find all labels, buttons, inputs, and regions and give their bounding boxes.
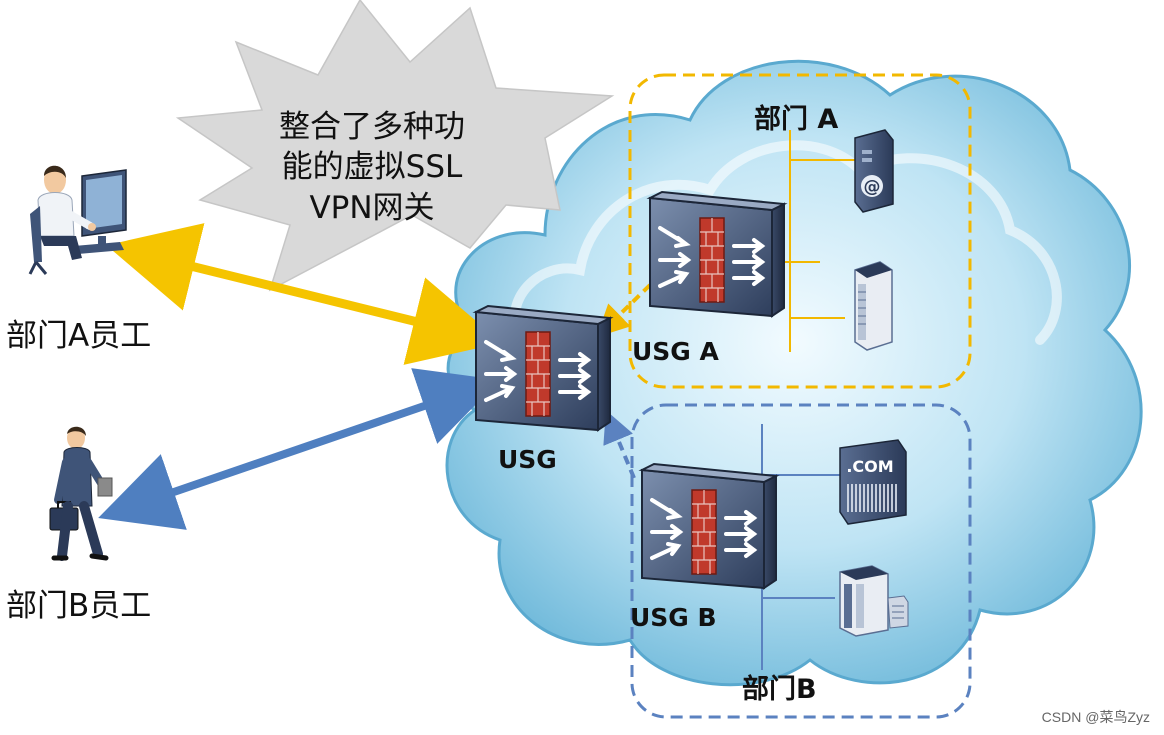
dept-a-label: 部门 A: [754, 103, 838, 135]
dept-a-user-icon: [28, 165, 127, 275]
cloud-inner-highlight: [509, 140, 1062, 345]
dept-b-box: [630, 403, 972, 719]
dept-b-user-label: 部门B员工: [6, 588, 151, 624]
usg-b-label: USG B: [630, 603, 717, 632]
usg-main-label: USG: [498, 445, 557, 474]
dept-a-user-label: 部门A员工: [6, 318, 151, 354]
dashed-link-usg-b: [603, 410, 636, 479]
usg-b-firewall-icon: [640, 462, 778, 590]
usg-a-firewall-icon: [648, 190, 786, 318]
dept-a-wiring: [760, 130, 860, 352]
dashed-link-usg-a: [596, 283, 652, 338]
dept-b-user-icon: [49, 426, 113, 561]
file-server-icon: [839, 565, 909, 637]
web-server-icon: .COM: [839, 439, 907, 525]
usg-a-label: USG A: [632, 337, 720, 366]
cloud-shape: [445, 59, 1143, 687]
web-server-label: .COM: [846, 457, 893, 476]
watermark: CSDN @菜鸟Zyz: [1042, 709, 1150, 725]
callout-line-3: VPN网关: [309, 190, 434, 226]
callout-line-2: 能的虚拟SSL: [282, 149, 463, 185]
mail-server-icon: @: [854, 129, 894, 213]
arrow-dept-b-user-usg: [98, 368, 500, 530]
dept-a-box: [628, 73, 972, 389]
server-tower-icon: [854, 261, 893, 351]
mail-symbol: @: [864, 177, 881, 197]
dept-b-label: 部门B: [742, 673, 817, 705]
usg-main-firewall-icon: [474, 304, 612, 432]
callout-line-1: 整合了多种功: [279, 109, 465, 145]
arrow-dept-a-user-usg: [106, 223, 502, 365]
